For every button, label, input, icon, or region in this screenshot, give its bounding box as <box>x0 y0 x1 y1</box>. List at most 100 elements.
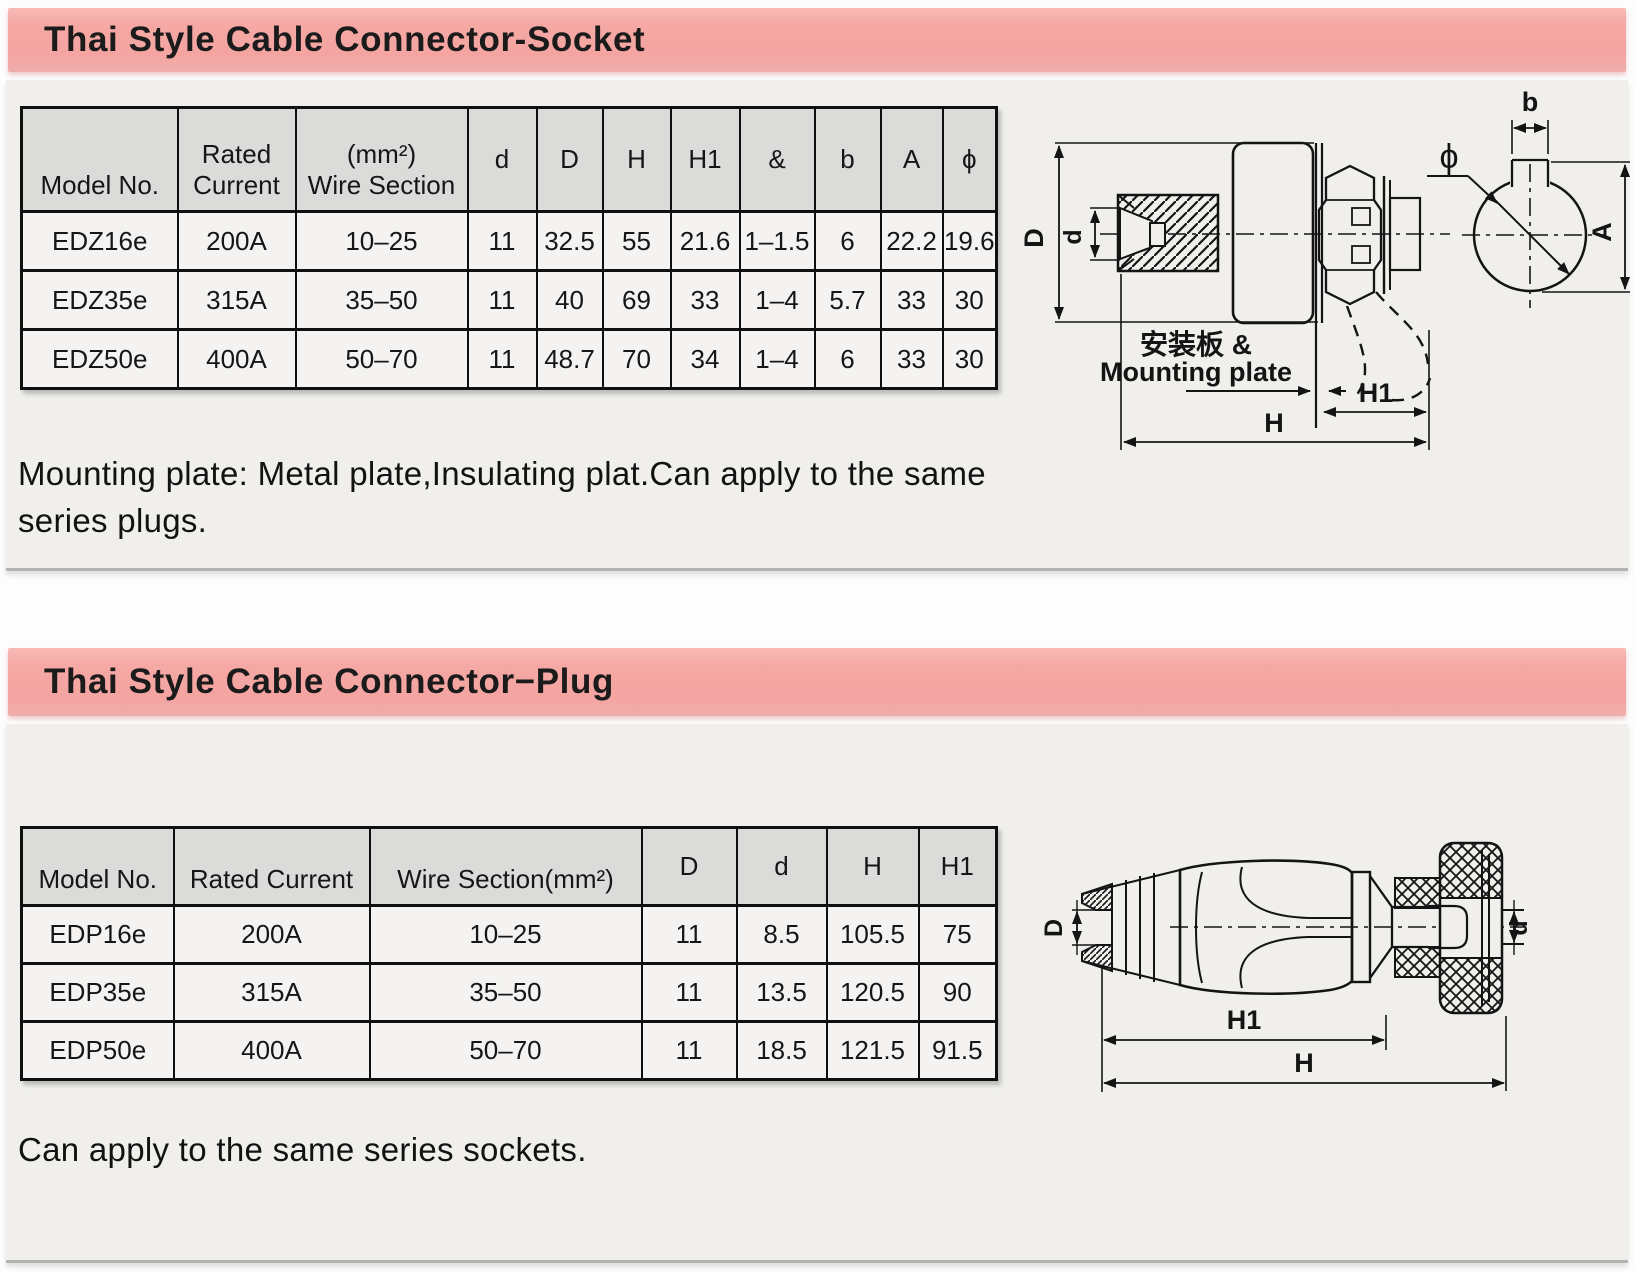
col-header-A: A <box>879 106 944 213</box>
table-cell: 11 <box>640 962 738 1023</box>
table-cell: 21.6 <box>669 210 741 272</box>
dim-label-d: d <box>1059 229 1087 244</box>
col-header-b: b <box>813 106 882 213</box>
table-cell: 11 <box>640 904 738 965</box>
col-header-rated-line2: Current <box>193 170 280 200</box>
plug-table-header-row: Model No. Rated Current Wire Section(mm²… <box>20 826 998 907</box>
table-cell: 50–70 <box>368 1020 643 1081</box>
table-cell: 48.7 <box>535 328 604 390</box>
socket-title-bar: Thai Style Cable Connector-Socket <box>8 8 1626 72</box>
dim-label-b: b <box>1522 87 1539 117</box>
table-cell: 11 <box>640 1020 738 1081</box>
table-cell: 13.5 <box>735 962 828 1023</box>
table-cell: 19.6 <box>941 210 998 272</box>
col-header-wire-line2: Wire Section <box>307 170 456 200</box>
table-cell: 1–4 <box>738 269 816 331</box>
dim-label-H1: H1 <box>1227 1005 1262 1035</box>
table-cell: 8.5 <box>735 904 828 965</box>
table-row: EDZ35e 315A 35–50 11 40 69 33 1–4 5.7 33… <box>20 269 998 331</box>
table-cell: 35–50 <box>368 962 643 1023</box>
col-header-H1: H1 <box>669 106 741 213</box>
plug-title-bar: Thai Style Cable Connector−Plug <box>8 648 1626 716</box>
dim-label-phi: ϕ <box>1439 138 1458 176</box>
table-cell: 5.7 <box>813 269 882 331</box>
col-header-phi: ϕ <box>941 106 998 213</box>
table-cell: 33 <box>879 328 944 390</box>
plug-spec-table: Model No. Rated Current Wire Section(mm²… <box>20 826 998 1081</box>
col-header-H1: H1 <box>917 826 998 907</box>
plug-section-title: Thai Style Cable Connector−Plug <box>44 662 614 701</box>
socket-technical-drawing: D d 安装板 & Mounting plate <box>1019 87 1630 450</box>
table-cell: 91.5 <box>917 1020 998 1081</box>
table-cell: 55 <box>601 210 672 272</box>
col-header-d: d <box>466 106 538 213</box>
col-header-D: D <box>535 106 604 213</box>
table-cell: 200A <box>176 210 297 272</box>
col-header-rated-line1: Rated <box>201 139 272 169</box>
col-header-d: d <box>735 826 828 907</box>
table-cell: 32.5 <box>535 210 604 272</box>
mounting-plate-label-cn: 安装板 & <box>1140 329 1252 360</box>
table-cell: 315A <box>176 269 297 331</box>
table-cell: 6 <box>813 210 882 272</box>
table-cell: 1–1.5 <box>738 210 816 272</box>
col-header-wire-section: (mm²) Wire Section <box>294 106 469 213</box>
table-cell: 33 <box>879 269 944 331</box>
table-cell: 400A <box>172 1020 371 1081</box>
table-cell: 70 <box>601 328 672 390</box>
dim-label-D: D <box>1040 919 1068 937</box>
table-cell: 35–50 <box>294 269 469 331</box>
table-cell: 10–25 <box>368 904 643 965</box>
table-cell: EDZ50e <box>20 328 179 390</box>
table-row: EDP35e 315A 35–50 11 13.5 120.5 90 <box>20 962 998 1023</box>
col-header-D: D <box>640 826 738 907</box>
table-row: EDP16e 200A 10–25 11 8.5 105.5 75 <box>20 904 998 965</box>
table-cell: 315A <box>172 962 371 1023</box>
table-cell: 11 <box>466 328 538 390</box>
table-cell: 34 <box>669 328 741 390</box>
table-cell: 10–25 <box>294 210 469 272</box>
table-cell: EDP50e <box>20 1020 175 1081</box>
table-cell: 121.5 <box>825 1020 920 1081</box>
col-header-rated-current: Rated Current <box>176 106 297 213</box>
table-cell: EDP16e <box>20 904 175 965</box>
plug-technical-drawing: D d <box>1040 841 1530 1092</box>
col-header-wire-line1: (mm²) <box>346 139 417 169</box>
dim-label-d: d <box>1505 920 1530 935</box>
table-row: EDZ50e 400A 50–70 11 48.7 70 34 1–4 6 33… <box>20 328 998 390</box>
dim-label-H: H <box>1294 1048 1314 1078</box>
socket-note-line1: Mounting plate: Metal plate,Insulating p… <box>18 455 986 492</box>
table-cell: 33 <box>669 269 741 331</box>
table-cell: 30 <box>941 269 998 331</box>
table-cell: 30 <box>941 328 998 390</box>
col-header-amp: & <box>738 106 816 213</box>
table-cell: 75 <box>917 904 998 965</box>
socket-note: Mounting plate: Metal plate,Insulating p… <box>18 450 986 544</box>
dim-label-A: A <box>1587 222 1617 242</box>
col-header-wire-section: Wire Section(mm²) <box>368 826 643 907</box>
col-header-H: H <box>601 106 672 213</box>
dim-label-H1: H1 <box>1359 378 1394 408</box>
table-cell: 200A <box>172 904 371 965</box>
dim-label-D: D <box>1019 228 1049 248</box>
table-cell: 400A <box>176 328 297 390</box>
table-cell: 50–70 <box>294 328 469 390</box>
table-row: EDZ16e 200A 10–25 11 32.5 55 21.6 1–1.5 … <box>20 210 998 272</box>
table-cell: 11 <box>466 210 538 272</box>
col-header-model-no: Model No. <box>20 826 175 907</box>
table-cell: EDP35e <box>20 962 175 1023</box>
col-header-H: H <box>825 826 920 907</box>
socket-note-line2: series plugs. <box>18 502 208 539</box>
table-cell: 120.5 <box>825 962 920 1023</box>
table-cell: 69 <box>601 269 672 331</box>
table-cell: EDZ16e <box>20 210 179 272</box>
table-cell: EDZ35e <box>20 269 179 331</box>
plug-note: Can apply to the same series sockets. <box>18 1131 587 1168</box>
table-cell: 6 <box>813 328 882 390</box>
table-cell: 11 <box>466 269 538 331</box>
mounting-plate-label-en: Mounting plate <box>1100 357 1292 387</box>
table-cell: 90 <box>917 962 998 1023</box>
table-cell: 105.5 <box>825 904 920 965</box>
socket-section-title: Thai Style Cable Connector-Socket <box>44 20 646 59</box>
